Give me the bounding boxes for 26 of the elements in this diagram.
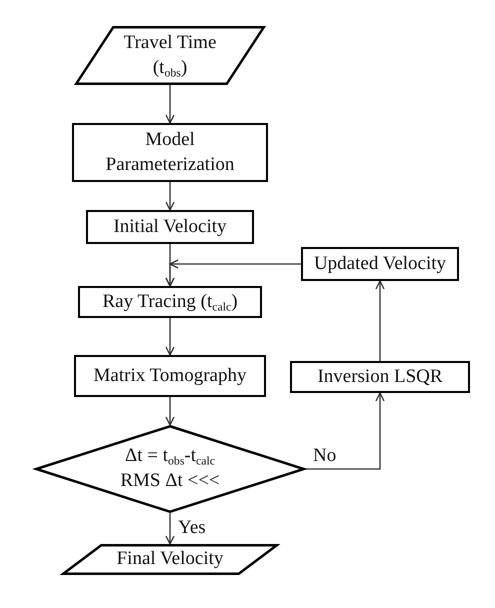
condition-label: Δt = t$_{obs}$-t$_{calc}$ RMS Δt <<< (119, 444, 221, 493)
process-box (74, 355, 266, 397)
process-box (72, 123, 268, 182)
arrow (305, 392, 385, 470)
arrow (165, 259, 301, 286)
input-parallelogram (75, 26, 265, 85)
process-box (78, 286, 262, 318)
step-label: Inversion LSQR (317, 364, 443, 389)
arrow (375, 280, 385, 361)
arrow (165, 318, 175, 356)
step-label: Model Parameterization (104, 128, 236, 176)
decision-diamond (35, 425, 305, 513)
arrow (165, 85, 175, 124)
process-box (86, 210, 254, 244)
io-label: Travel Time (t$_{obs}$) (122, 30, 218, 80)
arrow (165, 182, 175, 211)
arrow (165, 397, 175, 426)
io-label: Final Velocity (116, 547, 224, 572)
step-label: Ray Tracing (t$_{calc}$) (102, 290, 238, 314)
arrow (165, 513, 175, 545)
step-label: Initial Velocity (113, 214, 227, 239)
process-box (301, 247, 459, 281)
process-box (290, 361, 470, 393)
step-label: Matrix Tomography (94, 364, 246, 388)
output-parallelogram (62, 544, 278, 575)
step-label: Updated Velocity (314, 252, 446, 276)
